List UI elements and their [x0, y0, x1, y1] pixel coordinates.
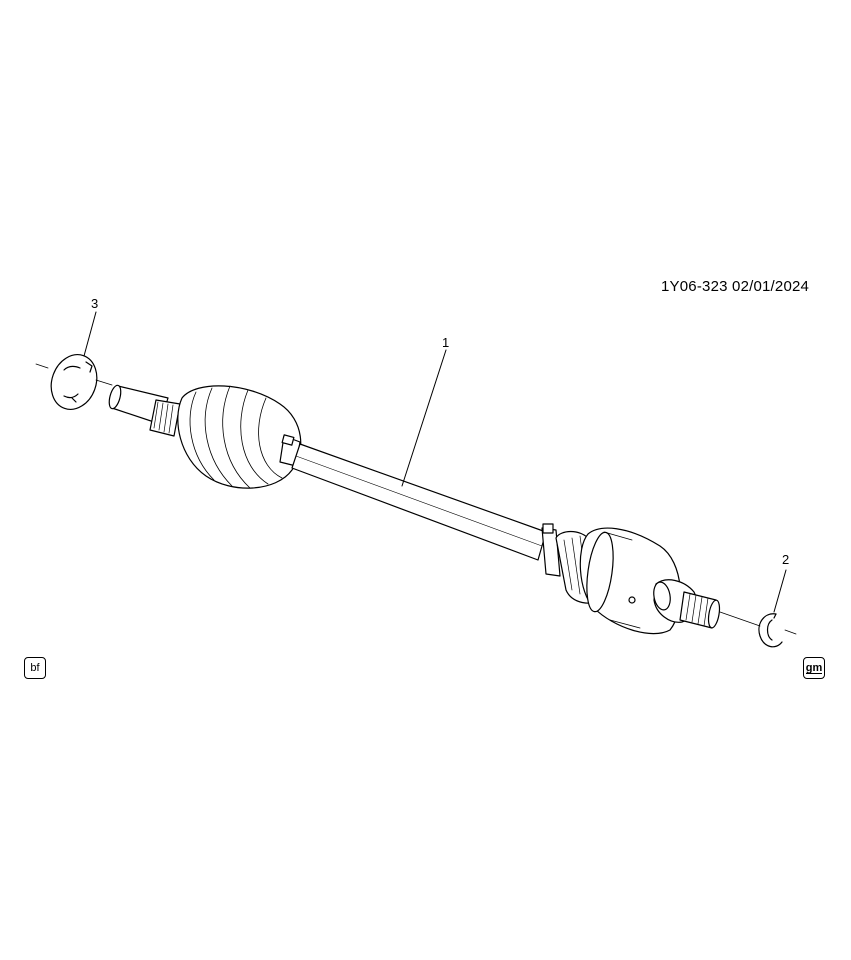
leader-line-1 [401, 349, 447, 487]
outer-cv-joint [541, 523, 697, 635]
left-cv-boot [177, 385, 302, 489]
centerline [35, 363, 797, 635]
callout-label-3: 3 [91, 296, 99, 311]
callout-label-1: 1 [442, 335, 450, 350]
snap-ring-part-2 [758, 613, 783, 648]
gm-logo-icon: gm [803, 657, 825, 679]
washer-part-3 [50, 354, 98, 410]
document-id: 1Y06-323 02/01/2024 [661, 278, 810, 295]
leader-line-2 [773, 569, 787, 613]
main-shaft [291, 443, 547, 561]
bf-badge-label: bf [30, 662, 40, 674]
left-stub-shaft [108, 384, 181, 437]
callout-label-2: 2 [782, 552, 790, 567]
leader-line-3 [83, 311, 97, 357]
gm-logo-label: gm [805, 661, 823, 674]
outer-spline-stub [679, 591, 721, 629]
bf-badge-icon: bf [24, 657, 46, 679]
